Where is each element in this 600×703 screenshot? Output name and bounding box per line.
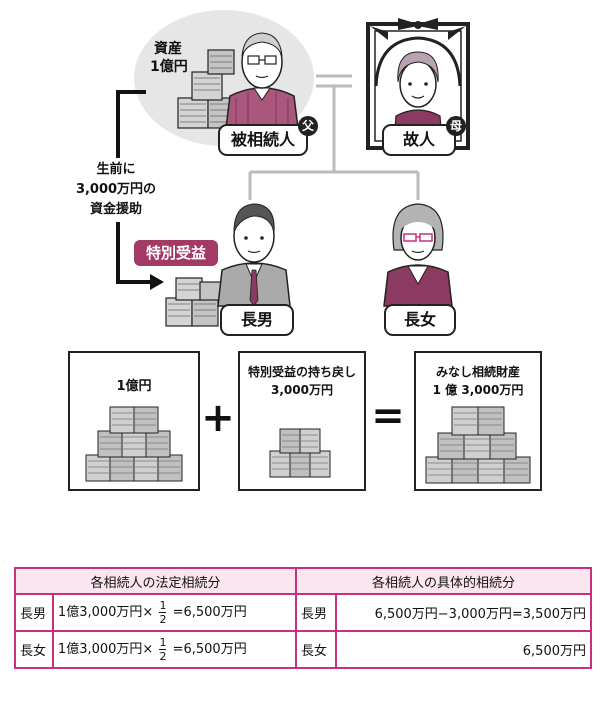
deemed-estate-box: みなし相続財産 1 億 3,000万円 — [414, 351, 542, 491]
inheritance-box-amount: 1億円 — [116, 379, 152, 394]
table-row: 長男 1億3,000万円× 1 2 =6,500万円 長男 6,500万円−3,… — [14, 593, 593, 632]
son-label: 長男 — [220, 304, 294, 336]
plus-sign: + — [201, 395, 235, 441]
mother-label: 故人 — [382, 124, 456, 156]
gift-note-line1: 生前に — [96, 162, 136, 177]
concrete-share-cell: 6,500万円−3,000万円=3,500万円 — [334, 593, 593, 632]
family-tree-lines — [248, 74, 420, 200]
special-benefit-box-title: 特別受益の持ち戻し — [247, 365, 356, 379]
son-figure — [217, 203, 291, 307]
combined-money-stack — [425, 406, 531, 484]
father-badge: 父 — [298, 116, 318, 136]
special-benefit-tag: 特別受益 — [134, 240, 218, 266]
table-header-row: 各相続人の法定相続分 各相続人の具体的相続分 — [13, 567, 592, 595]
assets-label: 資産 — [154, 41, 182, 57]
equals-sign: = — [371, 393, 405, 439]
gift-note-line2: 3,000万円の — [75, 182, 157, 197]
concrete-share-cell: 6,500万円 — [334, 630, 593, 669]
table-row: 長女 1億3,000万円× 1 2 =6,500万円 長女 6,500万円 — [14, 630, 593, 669]
daughter-figure — [383, 203, 453, 307]
inheritance-box: 1億円 — [68, 351, 200, 491]
father-figure — [225, 32, 299, 129]
gift-note: 生前に 3,000万円の 資金援助 — [60, 158, 172, 222]
deemed-estate-box-amount: 1 億 3,000万円 — [432, 383, 524, 397]
gift-arrow-head — [150, 274, 164, 290]
mother-badge: 母 — [446, 116, 466, 136]
header-concrete-share: 各相続人の具体的相続分 — [295, 567, 592, 595]
assets-amount: 1億円 — [150, 59, 188, 75]
gift-note-line3: 資金援助 — [89, 202, 142, 217]
son-money-stack — [165, 277, 225, 327]
special-benefit-box-amount: 3,000万円 — [271, 383, 333, 397]
fraction-numerator: 1 — [159, 636, 167, 650]
formula-text: 1億3,000万円× — [57, 642, 154, 657]
fraction: 1 2 — [159, 599, 167, 626]
heir-name: 長女 — [295, 630, 337, 669]
inheritance-share-table: 各相続人の法定相続分 各相続人の具体的相続分 長男 1億3,000万円× 1 2… — [13, 567, 593, 669]
heir-name: 長男 — [295, 593, 337, 632]
heir-name: 長女 — [14, 630, 54, 669]
large-money-stack — [85, 406, 183, 482]
formula-result: =6,500万円 — [172, 642, 247, 657]
statutory-share-cell: 1億3,000万円× 1 2 =6,500万円 — [51, 630, 298, 669]
fraction-numerator: 1 — [159, 599, 167, 613]
family-illustration — [116, 10, 470, 327]
formula-result: =6,500万円 — [172, 605, 247, 620]
fraction-denominator: 2 — [159, 613, 167, 626]
fraction-denominator: 2 — [159, 650, 167, 663]
formula-text: 1億3,000万円× — [57, 605, 154, 620]
special-benefit-box: 特別受益の持ち戻し 3,000万円 — [238, 351, 366, 491]
statutory-share-cell: 1億3,000万円× 1 2 =6,500万円 — [51, 593, 298, 632]
daughter-label: 長女 — [384, 304, 456, 336]
father-label: 被相続人 — [218, 124, 308, 156]
small-money-stack — [269, 428, 331, 478]
heir-name: 長男 — [14, 593, 54, 632]
fraction: 1 2 — [159, 636, 167, 663]
header-statutory-share: 各相続人の法定相続分 — [13, 567, 298, 595]
deemed-estate-box-title: みなし相続財産 — [435, 365, 520, 379]
